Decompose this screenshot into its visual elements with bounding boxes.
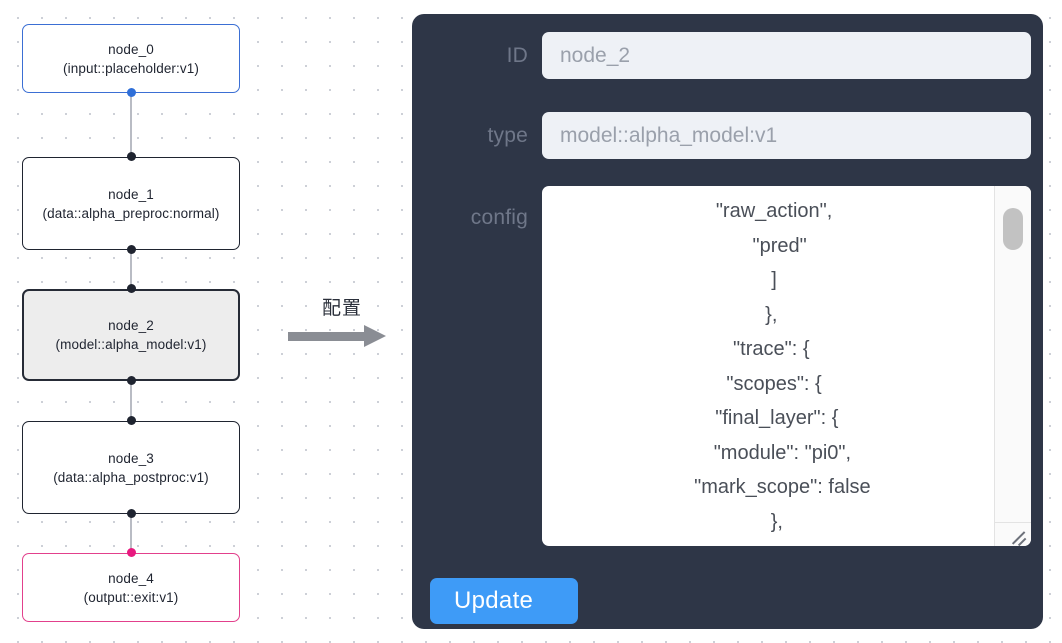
type-field-label: type <box>487 123 528 147</box>
handle-node2-target[interactable] <box>126 284 136 293</box>
config-textarea[interactable]: "raw_action", "pred" ] }, "trace": { "sc… <box>694 200 871 546</box>
field-row-id: ID <box>412 32 1043 79</box>
handle-node2-source[interactable] <box>126 376 136 385</box>
node-inspector-panel: ID type config "raw_action", "pred" ] },… <box>412 14 1043 629</box>
type-input[interactable] <box>542 112 1031 159</box>
handle-node1-source[interactable] <box>126 245 136 254</box>
id-field-label: ID <box>506 43 528 67</box>
graph-node-node_4[interactable]: node_4 (output::exit:v1) <box>22 553 240 622</box>
resize-grip-icon[interactable] <box>994 522 1031 546</box>
config-scrollbar-thumb[interactable] <box>1003 208 1023 250</box>
handle-node0-source[interactable] <box>126 88 136 97</box>
edge-node1-node2 <box>130 250 132 289</box>
handle-node3-target[interactable] <box>126 416 136 425</box>
graph-node-label: node_4 (output::exit:v1) <box>83 570 179 605</box>
graph-node-node_0[interactable]: node_0 (input::placeholder:v1) <box>22 24 240 93</box>
config-scrollbar[interactable] <box>994 186 1031 523</box>
node-graph[interactable]: node_0 (input::placeholder:v1) node_1 (d… <box>0 0 280 643</box>
handle-node3-source[interactable] <box>126 509 136 518</box>
arrow-right-icon <box>286 325 398 347</box>
config-textarea-wrap[interactable]: "raw_action", "pred" ] }, "trace": { "sc… <box>542 186 1031 546</box>
edge-node2-node3 <box>130 381 132 421</box>
arrow-shaft <box>288 332 366 341</box>
graph-node-node_3[interactable]: node_3 (data::alpha_postproc:v1) <box>22 421 240 514</box>
graph-node-node_2[interactable]: node_2 (model::alpha_model:v1) <box>22 289 240 381</box>
graph-node-label: node_2 (model::alpha_model:v1) <box>55 318 207 352</box>
edge-node0-node1 <box>130 93 132 157</box>
handle-node4-target[interactable] <box>126 548 136 557</box>
field-row-config: config "raw_action", "pred" ] }, "trace"… <box>412 186 1043 546</box>
graph-node-label: node_1 (data::alpha_preproc:normal) <box>42 186 220 221</box>
config-field-label: config <box>470 206 528 229</box>
annotation-label: 配置 <box>321 297 362 319</box>
update-button[interactable]: Update <box>430 578 578 624</box>
handle-node1-target[interactable] <box>126 152 136 161</box>
id-input[interactable] <box>542 32 1031 79</box>
edge-node3-node4 <box>130 514 132 553</box>
graph-node-label: node_3 (data::alpha_postproc:v1) <box>53 450 209 485</box>
graph-node-node_1[interactable]: node_1 (data::alpha_preproc:normal) <box>22 157 240 250</box>
annotation-config-arrow: 配置 <box>286 296 398 347</box>
arrow-head <box>364 325 386 347</box>
graph-node-label: node_0 (input::placeholder:v1) <box>63 41 199 76</box>
field-row-type: type <box>412 112 1043 159</box>
